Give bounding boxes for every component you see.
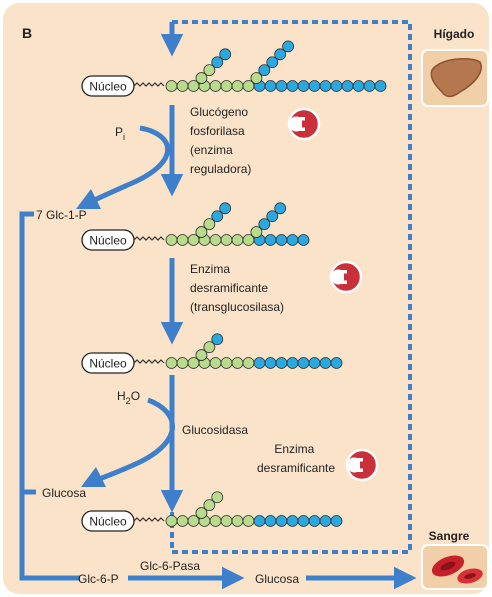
exported-glucose-label: Glucosa	[255, 572, 299, 586]
glucose-residue	[298, 235, 309, 246]
glucose-residue	[210, 235, 221, 246]
glucose-residue	[212, 492, 223, 503]
glucose-residue	[177, 358, 188, 369]
glucose-residue	[265, 516, 276, 527]
glucose-residue	[353, 81, 364, 92]
glucose-residue	[364, 81, 375, 92]
glucose-residue	[309, 81, 320, 92]
glucose-residue	[298, 516, 309, 527]
glucose-residue	[287, 358, 298, 369]
enzyme-badge-icon	[331, 262, 361, 292]
glucose-residue	[287, 235, 298, 246]
glucose-residue	[298, 81, 309, 92]
glucose-residue	[166, 235, 177, 246]
glucose-residue	[220, 49, 231, 60]
glucose-residue	[177, 81, 188, 92]
glucose-residue	[265, 81, 276, 92]
glucose-residue	[320, 516, 331, 527]
panel-background	[3, 3, 489, 594]
glucose-residue	[243, 516, 254, 527]
glucose-residue	[232, 235, 243, 246]
glucose-residue	[375, 81, 386, 92]
liver-label: Hígado	[434, 27, 475, 41]
glucose-residue	[309, 516, 320, 527]
glc6p-label: Glc-6-P	[78, 572, 119, 586]
glucose-residue	[166, 516, 177, 527]
blood-cells-icon	[422, 545, 488, 589]
glucose-residue	[221, 516, 232, 527]
glucose-residue	[220, 203, 231, 214]
nucleus-label: Núcleo	[89, 515, 127, 529]
blood-label: Sangre	[429, 529, 470, 543]
glucose-residue	[276, 516, 287, 527]
glucose-residue	[276, 235, 287, 246]
glucosidase-label: Glucosidasa	[182, 423, 248, 437]
glucose-residue	[331, 81, 342, 92]
glucose-residue	[320, 358, 331, 369]
enzyme-badge-icon	[289, 109, 319, 139]
glucose-residue	[232, 358, 243, 369]
glucose-residue	[331, 358, 342, 369]
glucose-residue	[265, 235, 276, 246]
nucleus-label: Núcleo	[89, 80, 127, 94]
glucose-residue	[254, 516, 265, 527]
glc6pase-label: Glc-6-Pasa	[140, 559, 200, 573]
nucleus-label: Núcleo	[89, 234, 127, 248]
glucose-residue	[276, 81, 287, 92]
liver-icon	[422, 50, 488, 106]
glucose-residue	[177, 235, 188, 246]
glucose-residue	[276, 358, 287, 369]
glucose-residue	[177, 516, 188, 527]
glucose-residue	[221, 358, 232, 369]
glucose-residue	[212, 334, 223, 345]
glucose-residue	[210, 81, 221, 92]
glucose-residue	[320, 81, 331, 92]
glucose-residue	[243, 358, 254, 369]
glucose-residue	[254, 358, 265, 369]
glucose-residue	[232, 516, 243, 527]
glucose-residue	[287, 81, 298, 92]
glucose-residue	[166, 358, 177, 369]
glucose-residue	[331, 516, 342, 527]
enzyme-badge-icon	[347, 450, 377, 480]
glucose-residue	[265, 358, 276, 369]
nucleus-label: Núcleo	[89, 357, 127, 371]
glucose-residue	[283, 41, 294, 52]
glucose-residue	[210, 358, 221, 369]
glucose-residue	[221, 81, 232, 92]
glucose-residue	[210, 516, 221, 527]
free-glucose-label: Glucosa	[42, 486, 86, 500]
glucose-residue	[232, 81, 243, 92]
glucose-residue	[275, 203, 286, 214]
glucose-residue	[287, 516, 298, 527]
glc1p-label: 7 Glc-1-P	[36, 208, 87, 222]
panel-label: B	[22, 25, 32, 41]
glucose-residue	[221, 235, 232, 246]
glucose-residue	[342, 81, 353, 92]
glucose-residue	[166, 81, 177, 92]
glucose-residue	[309, 358, 320, 369]
glucose-residue	[298, 358, 309, 369]
